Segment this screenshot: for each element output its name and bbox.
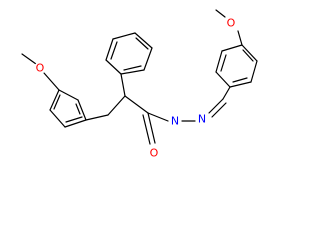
imine-nitrogen-label: N — [198, 113, 206, 126]
structure-diagram: O N N O O — [21, 9, 258, 160]
oxygen-label-left: O — [36, 62, 45, 75]
carbonyl-oxygen-label: O — [150, 147, 159, 160]
methoxyphenyl-ring-right — [215, 44, 258, 88]
methoxy-left — [21, 53, 60, 91]
atom-n-imine: N — [196, 113, 208, 126]
methoxy-right — [215, 9, 243, 46]
atom-o-carbonyl: O — [148, 147, 160, 160]
ethylene-bridge — [85, 95, 126, 121]
hydrazone-linkage — [181, 86, 231, 122]
molecule-drawing: O N N O O — [21, 9, 258, 160]
amide-nitrogen-label: N — [171, 115, 179, 128]
atom-o-left: O — [34, 62, 46, 75]
atom-o-right: O — [225, 17, 237, 30]
amide-group — [124, 95, 169, 145]
oxygen-label-right: O — [227, 17, 236, 30]
atom-n-amide: N — [169, 115, 181, 128]
phenyl-ring — [105, 32, 153, 97]
methoxyphenyl-ring-left — [49, 89, 87, 128]
